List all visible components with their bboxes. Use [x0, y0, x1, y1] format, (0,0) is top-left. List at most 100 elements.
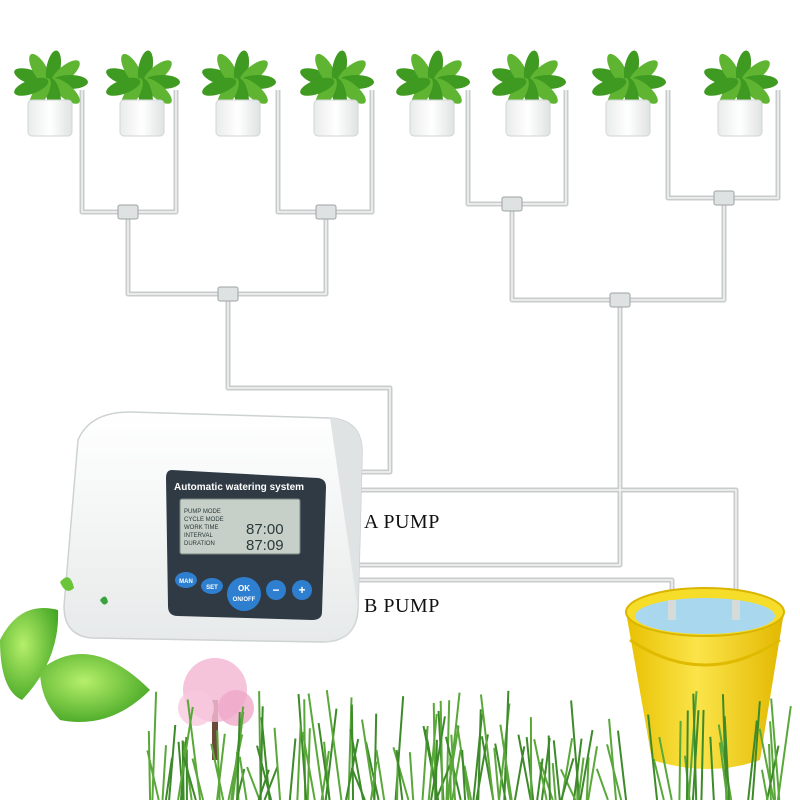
plant-leaf-icon: [396, 77, 431, 96]
potted-plant: [106, 50, 180, 137]
grass-blade: [396, 762, 399, 800]
lcd-digits-bottom: 87:09: [246, 537, 284, 554]
grass-blade: [375, 749, 386, 800]
grass-blade: [536, 758, 544, 800]
tee-connector: [713, 190, 735, 206]
grass-blade: [477, 709, 482, 800]
lcd-screen: [179, 498, 301, 555]
grass-blade: [517, 734, 532, 800]
grass-blade: [751, 701, 761, 800]
grass-blade: [168, 724, 177, 800]
set-button[interactable]: SET: [201, 578, 223, 594]
grass-blade: [776, 705, 792, 800]
controller-device: Automatic watering system PUMP MODE CYCL…: [63, 411, 363, 643]
plant-pot: [717, 99, 763, 137]
grass-blade: [585, 757, 590, 800]
grass-blade: [301, 731, 316, 800]
lcd-line: DURATION: [184, 541, 215, 547]
plant-leaf-icon: [238, 78, 268, 104]
plant-leaf-icon: [592, 77, 627, 96]
grass-blade: [579, 729, 594, 800]
grass-blade: [692, 693, 698, 800]
pump-a-submerged-icon: [668, 600, 676, 620]
device-side: [322, 418, 362, 642]
bucket-handle: [629, 638, 781, 667]
grass-blade: [395, 749, 404, 800]
grass-blade: [560, 768, 577, 800]
tee-connector: [609, 292, 631, 308]
grass-blade: [678, 720, 682, 800]
grass-blade: [658, 736, 673, 800]
set-button-label: SET: [206, 585, 218, 591]
leaf-logo-icon: [100, 596, 108, 605]
grass-blade: [288, 738, 297, 800]
grass-blade: [317, 723, 331, 800]
grass-blade: [551, 763, 557, 800]
grass-blade: [652, 758, 665, 800]
potted-plant: [14, 50, 88, 137]
plant-pot: [605, 99, 651, 137]
plant-pot: [27, 99, 73, 137]
grass-blade: [177, 706, 194, 800]
plant-pot: [505, 99, 551, 137]
plus-button[interactable]: +: [292, 580, 312, 600]
pump-b-label: B PUMP: [364, 595, 440, 617]
grass-blade: [246, 766, 261, 800]
grass-blade: [709, 736, 715, 800]
grass-blade: [463, 765, 473, 800]
grass-blade: [451, 749, 462, 800]
tee-connectors: [117, 190, 735, 308]
grass-blade: [177, 741, 185, 800]
grass-blade: [747, 720, 758, 800]
grass-blade: [445, 700, 451, 800]
grass-blade: [770, 698, 781, 800]
grass-blade: [350, 704, 355, 800]
grass-blade: [392, 747, 410, 800]
grass-blade: [182, 756, 197, 800]
grass-blade: [216, 730, 221, 800]
plus-button-label: +: [298, 583, 305, 597]
small-leaf-icon: [60, 577, 74, 591]
lcd-line: INTERVAL: [184, 533, 213, 539]
grass-blade: [408, 752, 415, 800]
potted-plant: [592, 50, 666, 137]
minus-button-label: −: [272, 583, 279, 597]
plant-leaf-icon: [507, 53, 529, 86]
grass-blade: [235, 768, 246, 800]
lcd-line: CYCLE MODE: [184, 517, 224, 523]
ok-onoff-button[interactable]: OK ON/OFF: [227, 577, 261, 611]
pump-b-submerged-icon: [732, 600, 740, 620]
grass-blade: [768, 743, 772, 800]
grass-blade: [297, 694, 308, 800]
foreground-decoration: [0, 577, 792, 800]
grass-blade: [439, 700, 444, 800]
grass-blade: [461, 749, 467, 800]
plant-leaf-icon: [411, 53, 433, 86]
plant-pot: [215, 99, 261, 137]
grass-blade: [577, 757, 585, 800]
grass-blade: [595, 768, 609, 800]
ok-button-label: OK: [238, 584, 250, 593]
man-button[interactable]: MAN: [175, 572, 197, 588]
plant-leaf-icon: [528, 78, 558, 104]
plant-leaf-icon: [432, 78, 462, 104]
tee-connector: [217, 286, 239, 302]
grass-blade: [769, 721, 777, 800]
plant-leaf-icon: [142, 78, 172, 104]
grass-blade: [685, 710, 689, 800]
plant-leaf-icon: [336, 78, 366, 104]
grass-blade: [723, 716, 730, 800]
bucket-water: [635, 598, 775, 634]
plant-leaf-icon: [719, 53, 741, 86]
plant-leaf-icon: [300, 77, 335, 96]
grass-blade: [325, 689, 343, 800]
grass-blade: [421, 725, 429, 800]
plant-leaf-icon: [29, 53, 51, 86]
grass-blade: [151, 691, 158, 800]
grass-blade: [259, 706, 264, 800]
potted-plant: [202, 50, 276, 137]
minus-button[interactable]: −: [266, 580, 286, 600]
water-bucket: [625, 587, 785, 769]
lcd-menu-lines: PUMP MODE CYCLE MODE WORK TIME INTERVAL …: [184, 509, 224, 547]
big-leaf-icon: [40, 654, 150, 722]
